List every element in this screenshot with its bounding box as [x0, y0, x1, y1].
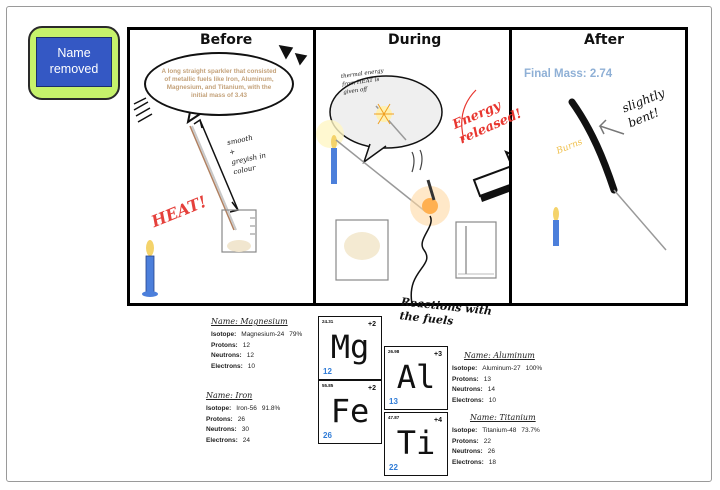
atomic-number: 26: [323, 431, 332, 440]
panel-divider: [509, 30, 512, 303]
before-speech-bubble: A long straight sparkler that consisted …: [144, 52, 294, 116]
info-iron: Name: Iron Isotope: Iron-56 91.8% Protons:…: [206, 392, 280, 448]
neutrons-value: 26: [487, 448, 495, 455]
ion-charge: +2: [368, 385, 376, 392]
beaker-icon: [221, 209, 257, 253]
protons-label: Protons:: [211, 341, 238, 349]
neutrons-value: 14: [487, 386, 495, 393]
electrons-label: Electrons:: [452, 458, 484, 466]
element-symbol: Fe: [330, 392, 370, 430]
info-name: Name: Titanium: [470, 413, 536, 422]
protons-value: 13: [483, 375, 491, 383]
isotope-label: Isotope:: [452, 427, 478, 434]
abundance-value: 100%: [525, 365, 543, 372]
ion-charge: +4: [434, 417, 442, 424]
abundance-value: 73.7%: [521, 427, 540, 434]
isotope-label: Isotope:: [211, 331, 237, 338]
sparkler-icon: [189, 125, 235, 231]
final-mass: Final Mass: 2.74: [524, 68, 613, 80]
candle-icon: [553, 207, 559, 246]
isotope-value: Iron-56: [236, 405, 257, 412]
before-bubble-text: A long straight sparkler that consisted …: [161, 67, 277, 100]
after-title: After: [584, 32, 625, 48]
page-frame: [6, 6, 712, 482]
ion-charge: +3: [434, 351, 442, 358]
electrons-value: 24: [242, 436, 251, 444]
atomic-mass: 24.31: [322, 319, 334, 324]
info-name: Name: Aluminum: [464, 351, 535, 360]
panel-divider: [313, 30, 316, 303]
burning-sparkler-icon: [410, 149, 450, 226]
ion-charge: +2: [368, 321, 376, 328]
element-card-ti: 47.87 +4 Ti 22: [384, 412, 448, 476]
element-card-al: 26.98 +3 Al 13: [384, 346, 448, 410]
info-name: Name: Magnesium: [211, 317, 288, 326]
abundance-value: 79%: [289, 331, 303, 338]
protons-label: Protons:: [452, 375, 479, 383]
info-aluminum: Name: Aluminum Isotope: Aluminum-27 100% P…: [452, 352, 542, 408]
neutrons-value: 30: [241, 426, 249, 433]
element-symbol: Mg: [330, 328, 370, 366]
thought-sparkler-icon: [374, 103, 407, 141]
isotope-value: Aluminum-27: [482, 365, 521, 372]
info-name: Name: Iron: [206, 391, 253, 400]
neutrons-label: Neutrons:: [211, 352, 242, 359]
during-panel: During: [316, 30, 524, 303]
atomic-number: 13: [389, 397, 398, 406]
isotope-label: Isotope:: [452, 365, 478, 372]
comic-strip: Before: [127, 27, 688, 306]
atomic-mass: 26.98: [388, 349, 400, 354]
right-arrow-icon: [472, 150, 509, 202]
element-symbol: Ti: [396, 424, 436, 462]
abundance-value: 91.8%: [261, 405, 281, 412]
protons-value: 22: [483, 437, 491, 445]
during-title: During: [388, 32, 442, 48]
neutrons-value: 12: [246, 352, 254, 359]
candle-icon: [316, 120, 344, 184]
isotope-value: Magnesium-24: [241, 331, 285, 338]
element-card-fe: 55.85 +2 Fe 26: [318, 380, 382, 444]
before-title: Before: [200, 32, 253, 48]
isotope-value: Titanium-48: [482, 427, 517, 434]
atomic-number: 22: [389, 463, 398, 472]
electrons-label: Electrons:: [452, 396, 484, 404]
protons-value: 12: [242, 341, 250, 349]
neutrons-label: Neutrons:: [452, 448, 483, 455]
electrons-label: Electrons:: [206, 436, 238, 444]
protons-label: Protons:: [452, 437, 479, 445]
name-box: Name removed: [28, 26, 120, 100]
name-label: Name removed: [36, 37, 112, 87]
isotope-label: Isotope:: [206, 405, 232, 412]
candle-icon: [142, 240, 158, 297]
after-illustration: [553, 98, 667, 251]
electrons-value: 18: [488, 458, 497, 466]
scribble-icon: [133, 45, 308, 123]
element-symbol: Al: [396, 358, 436, 396]
electrons-label: Electrons:: [211, 362, 243, 370]
electrons-value: 10: [488, 396, 497, 404]
electrons-value: 10: [247, 362, 256, 370]
protons-value: 26: [237, 415, 245, 423]
neutrons-label: Neutrons:: [452, 386, 483, 393]
protons-label: Protons:: [206, 415, 233, 423]
atomic-mass: 47.87: [388, 415, 400, 420]
burnt-sparkler-icon: [568, 98, 667, 251]
beaker-icon: [335, 219, 497, 281]
before-illustration: [133, 45, 308, 297]
during-illustration: [316, 75, 509, 303]
atomic-mass: 55.85: [322, 383, 334, 388]
element-card-mg: 24.31 +2 Mg 12: [318, 316, 382, 380]
atomic-number: 12: [323, 367, 332, 376]
after-panel: After Final Mass: 2.74 Burns slightly be…: [512, 30, 685, 303]
before-panel: Before: [130, 30, 313, 303]
neutrons-label: Neutrons:: [206, 426, 237, 433]
